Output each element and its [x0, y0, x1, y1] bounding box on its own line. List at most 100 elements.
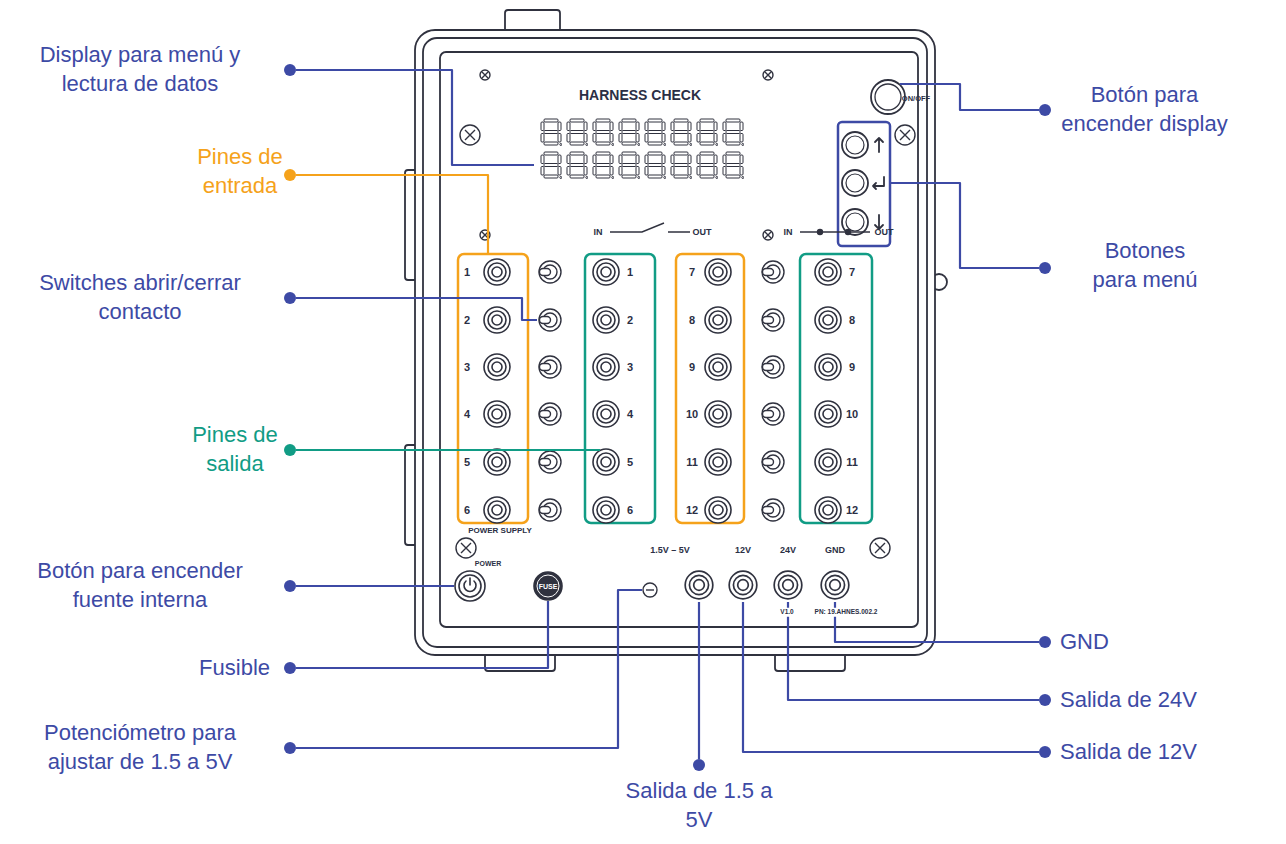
leader-dot: [284, 662, 296, 674]
banana-jack: [821, 571, 849, 599]
leader-dot: [1039, 746, 1051, 758]
push-button: [846, 213, 864, 231]
screw: [895, 125, 915, 145]
pin-group-bracket: [458, 254, 872, 523]
toggle-switch: [539, 309, 561, 331]
switch-symbol: [610, 223, 690, 232]
pin-number: 4: [627, 409, 633, 420]
pin-number: 7: [849, 267, 855, 278]
toggle-switch: [539, 403, 561, 425]
banana-jack: [705, 259, 731, 285]
banana-jack: [705, 401, 731, 427]
screw: [900, 130, 910, 140]
seven-segment-display: [541, 119, 562, 146]
power-button: [455, 571, 485, 601]
screw: [765, 232, 771, 238]
pin-group-bracket: [676, 254, 744, 523]
banana-jack: [484, 259, 849, 599]
callout-label: Botones para menú: [1085, 237, 1205, 294]
pin-number: 6: [464, 505, 470, 516]
switch-symbol: [818, 230, 823, 235]
banana-jack: [815, 449, 841, 475]
banana-jack: [705, 307, 731, 333]
leader-dot: [284, 742, 296, 754]
banana-jack: [774, 571, 802, 599]
output-marking: GND: [825, 546, 845, 555]
seven-segment-display: [671, 152, 692, 179]
seven-segment-display: [671, 119, 692, 146]
pin-number: 11: [846, 457, 858, 468]
leader-line: [296, 70, 534, 165]
enclosure: [505, 10, 560, 32]
seven-segment-display: [593, 152, 614, 179]
output-marking: 1.5V – 5V: [650, 546, 690, 555]
switch-symbol: [846, 230, 851, 235]
toggle-switch: [762, 451, 784, 473]
toggle-switch: [762, 309, 784, 331]
fuse-marking: FUSE: [539, 583, 558, 590]
banana-jack: [593, 354, 619, 380]
fuse-holder: [537, 575, 559, 597]
banana-jack: [484, 259, 510, 285]
screw: [763, 70, 773, 80]
pin-number: 10: [686, 409, 698, 420]
pin-number: 11: [686, 457, 698, 468]
callout-label: Botón para encender fuente interna: [15, 557, 265, 614]
pin-number: 8: [849, 315, 855, 326]
banana-jack: [685, 571, 713, 599]
power-button: [459, 575, 481, 597]
pin-number: 8: [689, 315, 695, 326]
menu-arrow: [875, 138, 883, 152]
menu-arrow: [873, 177, 884, 189]
toggle-switch: [762, 499, 784, 521]
seven-segment-display: [541, 152, 562, 179]
push-button: [842, 80, 905, 235]
potentiometer: [646, 589, 654, 590]
banana-jack: [484, 497, 510, 523]
leader-line: [900, 84, 1039, 110]
switch-marking: IN: [594, 228, 603, 237]
leader-line: [890, 183, 1039, 268]
banana-jack: [593, 449, 619, 475]
pin-number: 1: [464, 267, 470, 278]
banana-jack: [729, 571, 757, 599]
banana-jack: [815, 354, 841, 380]
switch-symbol: [800, 231, 870, 232]
callout-label: Display para menú y lectura de datos: [10, 41, 270, 98]
toggle-switch: [539, 451, 561, 473]
callout-label: Fusible: [150, 654, 270, 683]
seven-segment-display: [723, 119, 744, 146]
pin-number: 7: [689, 267, 695, 278]
part-number: PN: 19.AHNES.002.2: [813, 608, 880, 617]
banana-jack: [593, 401, 619, 427]
toggle-switch: [762, 403, 784, 425]
switch-marking: IN: [784, 228, 793, 237]
pin-group-bracket: [800, 254, 872, 523]
screw: [465, 130, 475, 140]
push-button: [875, 84, 901, 110]
leader-line: [698, 602, 700, 759]
panel-marking: POWER SUPPLY: [468, 527, 532, 535]
seven-segment-display: [619, 152, 640, 179]
pin-group-bracket: [585, 254, 655, 523]
seven-segment-display: [697, 119, 718, 146]
banana-jack: [815, 497, 841, 523]
pin-number: 3: [627, 362, 633, 373]
output-marking: 12V: [735, 546, 751, 555]
callout-label: Potenciómetro para ajustar de 1.5 a 5V: [15, 719, 265, 776]
leader-dot: [1039, 636, 1051, 648]
push-button: [846, 136, 864, 154]
seven-segment-display: [593, 119, 614, 146]
leader-dot: [284, 292, 296, 304]
device-title: HARNESS CHECK: [579, 88, 701, 102]
banana-jack: [593, 497, 619, 523]
pin-number: 5: [627, 457, 633, 468]
push-button: [871, 80, 905, 114]
pin-number: 3: [464, 362, 470, 373]
banana-jack: [815, 307, 841, 333]
enclosure: [440, 52, 918, 627]
push-button: [842, 170, 868, 196]
screw: [456, 70, 915, 558]
screw: [482, 72, 488, 78]
